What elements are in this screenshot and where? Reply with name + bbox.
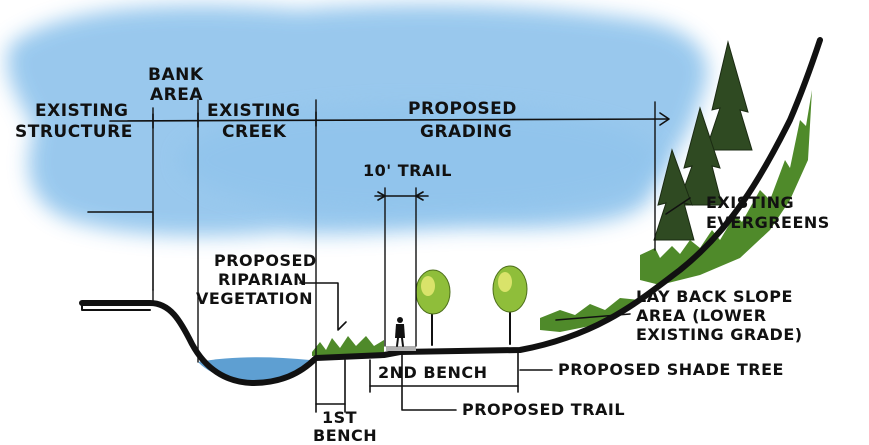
label-existing-creek-2: CREEK <box>222 122 287 142</box>
label-proposed-shade-tree: PROPOSED SHADE TREE <box>558 360 784 379</box>
proposed-trail-pad <box>386 346 416 351</box>
bench-dimension-lines <box>315 351 553 413</box>
label-existing-evergreens-2: EVERGREENS <box>706 213 830 232</box>
label-10ft-trail: 10' TRAIL <box>363 161 452 180</box>
label-existing-creek-1: EXISTING <box>207 101 300 121</box>
riparian-vegetation <box>312 336 384 356</box>
trail-user-figure <box>395 317 405 347</box>
label-1st-bench-2: BENCH <box>313 426 377 445</box>
label-lay-back-1: LAY BACK SLOPE <box>636 287 793 306</box>
label-bank-area-1: BANK <box>148 65 204 85</box>
label-bank-area-2: AREA <box>150 85 203 105</box>
label-proposed-grading-1: PROPOSED <box>408 99 517 119</box>
slope-grass <box>540 90 812 332</box>
existing-evergreens <box>653 40 753 241</box>
label-existing-structure-1: EXISTING <box>35 101 128 121</box>
trail-width-dimension <box>374 191 429 201</box>
label-lay-back-3: EXISTING GRADE) <box>636 325 803 344</box>
shade-tree-1 <box>415 269 451 346</box>
label-existing-structure-2: STRUCTURE <box>15 122 133 142</box>
label-existing-evergreens-1: EXISTING <box>706 193 794 212</box>
label-proposed-grading-2: GRADING <box>420 122 512 142</box>
top-dimension-line <box>109 111 670 129</box>
label-1st-bench-1: 1ST <box>322 408 357 427</box>
label-2nd-bench: 2ND BENCH <box>378 363 488 382</box>
label-riparian-1: PROPOSED <box>214 251 317 270</box>
reference-lines <box>152 99 656 363</box>
shade-tree-2 <box>492 265 528 345</box>
ground-profile <box>79 37 823 386</box>
label-lay-back-2: AREA (LOWER <box>636 306 767 325</box>
label-proposed-trail: PROPOSED TRAIL <box>462 400 625 419</box>
label-riparian-2: RIPARIAN <box>218 270 307 289</box>
label-riparian-3: VEGETATION <box>196 289 313 308</box>
leader-lines <box>299 197 691 331</box>
